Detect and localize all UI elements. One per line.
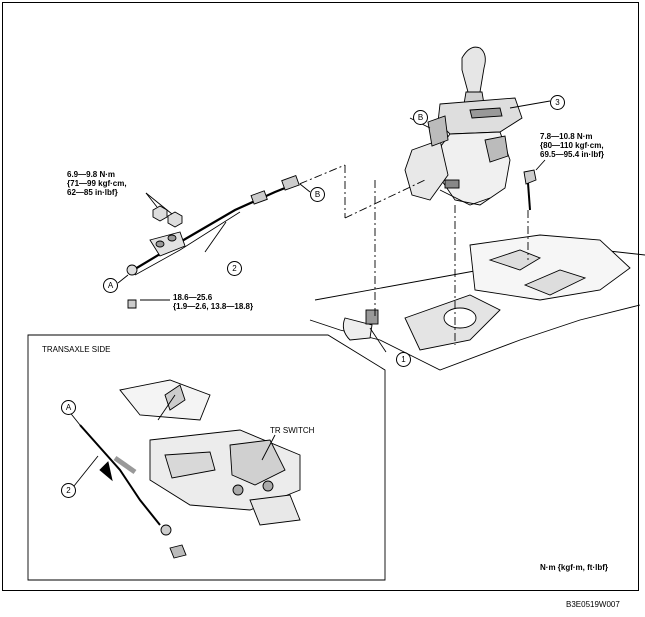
callout-part-3: 3 (550, 95, 565, 110)
callout-ref-b-lever: B (413, 110, 428, 125)
shift-lever-assembly (404, 46, 523, 206)
callout-part-1: 1 (396, 352, 411, 367)
assembly-leaders (284, 164, 529, 345)
selector-cable (126, 174, 300, 309)
torque-line: {80—110 kgf·cm, (540, 141, 604, 150)
bracket-part-1 (342, 309, 379, 341)
floor-panel (309, 234, 645, 371)
callout-ref-b: B (310, 187, 325, 202)
torque-label-cable-end: 18.6—25.6 {1.9—2.6, 13.8—18.8} (173, 293, 253, 311)
transaxle-artwork (79, 379, 301, 559)
bolt-lever (523, 159, 546, 211)
torque-line: {1.9—2.6, 13.8—18.8} (173, 302, 254, 311)
diagram-frame (2, 2, 639, 591)
callout-ref-a: A (103, 278, 118, 293)
torque-label-cable-nuts: 6.9—9.8 N·m {71—99 kgf·cm, 62—85 in·lbf} (67, 170, 127, 197)
torque-label-lever-bolt: 7.8—10.8 N·m {80—110 kgf·cm, 69.5—95.4 i… (540, 132, 604, 159)
torque-line: 7.8—10.8 N·m (540, 132, 593, 141)
callout-part-2: 2 (227, 261, 242, 276)
torque-line: 62—85 in·lbf} (67, 188, 118, 197)
torque-line: {71—99 kgf·cm, (67, 179, 127, 188)
tr-switch-label: TR SWITCH (270, 426, 315, 435)
callout-part-2-inset: 2 (61, 483, 76, 498)
callout-ref-a-inset: A (61, 400, 76, 415)
torque-line: 6.9—9.8 N·m (67, 170, 116, 179)
torque-line: 69.5—95.4 in·lbf} (540, 150, 605, 159)
nuts-cable-bracket (145, 192, 183, 228)
figure-code: B3E0519W007 (566, 600, 620, 609)
units-note: N·m {kgf·m, ft·lbf} (540, 563, 608, 572)
inset-title: TRANSAXLE SIDE (42, 345, 111, 354)
torque-line: 18.6—25.6 (173, 293, 213, 302)
